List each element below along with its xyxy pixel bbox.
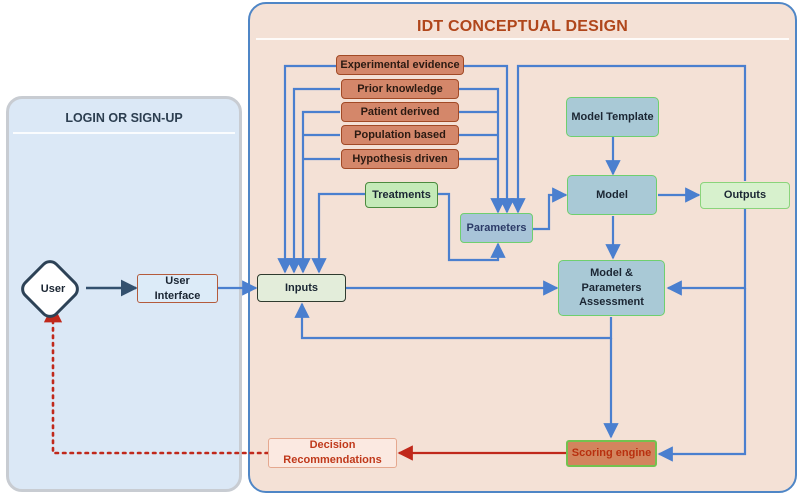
wire-evidence-to-parameters xyxy=(464,64,515,214)
scoring-engine-node: Scoring engine xyxy=(566,440,657,467)
idt-title-divider xyxy=(256,38,789,40)
wire-prior-to-inputs xyxy=(286,87,340,274)
idt-panel-title: IDT CONCEPTUAL DESIGN xyxy=(416,18,629,35)
wire-outputs-feedback-to-parameters xyxy=(510,64,747,214)
outputs-node: Outputs xyxy=(700,182,790,209)
model-node: Model xyxy=(567,175,657,215)
source-population-based: Population based xyxy=(341,125,459,145)
wire-outputs-to-assessment xyxy=(666,209,747,296)
treatments-node: Treatments xyxy=(365,182,438,208)
wire-patient-to-inputs xyxy=(295,110,340,274)
source-prior-knowledge: Prior knowledge xyxy=(341,79,459,99)
source-patient-derived: Patient derived xyxy=(341,102,459,122)
wire-assessment-to-inputs xyxy=(294,302,613,340)
idt-design-panel: IDT CONCEPTUAL DESIGN xyxy=(248,2,797,493)
user-interface-node: User Interface xyxy=(137,274,218,303)
wire-population-hypothesis-to-inputs xyxy=(303,133,340,161)
source-experimental-evidence: Experimental evidence xyxy=(336,55,464,75)
decision-recommendations-node: Decision Recommendations xyxy=(268,438,397,468)
model-parameters-assessment-node: Model & Parameters Assessment xyxy=(558,260,665,316)
wire-evidence-to-inputs xyxy=(277,64,336,274)
model-template-node: Model Template xyxy=(566,97,659,137)
inputs-node: Inputs xyxy=(257,274,346,302)
wire-parameters-to-model xyxy=(533,187,568,231)
login-panel-title: LOGIN OR SIGN-UP xyxy=(65,111,183,125)
user-node: User xyxy=(40,283,66,295)
wire-prior-to-parameters xyxy=(459,87,506,214)
user-diamond-shape xyxy=(21,260,79,318)
wire-outputs-to-scoring xyxy=(657,288,747,462)
wire-treatments-to-inputs xyxy=(311,192,366,274)
login-title-divider xyxy=(13,132,235,134)
parameters-node: Parameters xyxy=(460,213,533,243)
source-hypothesis-driven: Hypothesis driven xyxy=(341,149,459,169)
wire-decision-to-user xyxy=(43,304,270,455)
wire-treatments-to-parameters xyxy=(438,192,506,262)
